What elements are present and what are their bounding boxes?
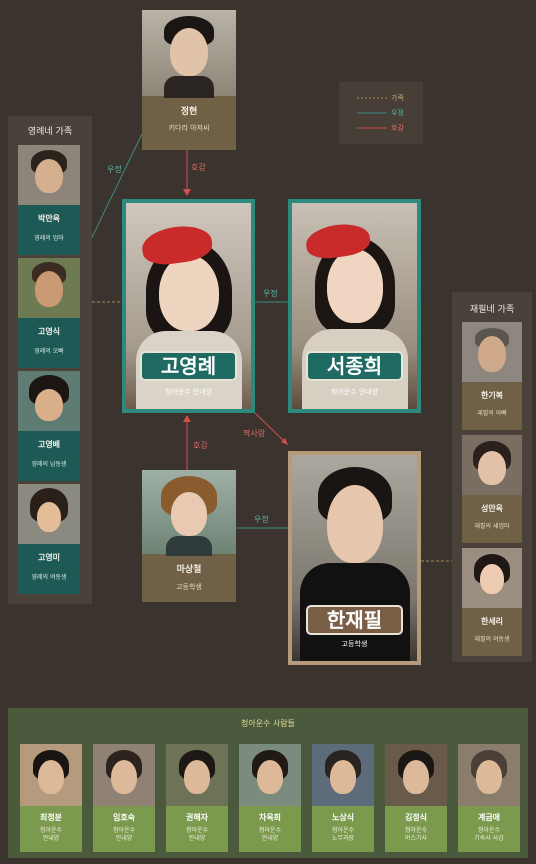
left-family-title: 영례네 가족 xyxy=(27,127,73,137)
cheonga-person-name: 계금애 xyxy=(477,813,501,822)
card-hanseri[interactable]: 한세리 재필의 여동생 xyxy=(462,548,522,656)
line-yr-to-jaepil xyxy=(254,412,286,443)
hanseri-photo xyxy=(462,548,522,608)
goyoungrye-role: 청아운수 안내양 xyxy=(164,388,213,396)
card-masangchul[interactable]: 마상철 고등학생 xyxy=(142,470,236,602)
arrow-jh-to-yr xyxy=(183,189,191,196)
hangibok-role: 재필의 아빠 xyxy=(477,410,507,417)
cheonga-person-photo xyxy=(166,744,228,806)
goyoungbae-photo xyxy=(18,371,80,431)
hanseri-name: 한세리 xyxy=(480,617,504,626)
cheonga-person-photo xyxy=(20,744,82,806)
card-parkmanok[interactable]: 박만옥 영례의 엄마 xyxy=(18,145,80,255)
legend-crush-label: 호감 xyxy=(391,124,404,132)
parkmanok-name: 박만옥 xyxy=(37,214,61,223)
rel-left-to-jh: 우정 xyxy=(107,165,122,174)
seojonghee-name: 서종희 xyxy=(306,351,403,381)
jeonghyun-photo xyxy=(142,10,236,98)
seongmanok-photo xyxy=(462,435,522,495)
goyoungbae-role: 영례의 남동생 xyxy=(31,461,67,468)
goyoungbae-name: 고영배 xyxy=(37,440,61,449)
card-jeonghyun[interactable]: 정현 키다리 아저씨 xyxy=(142,10,236,150)
card-goyoungrye[interactable]: 고영례 청아운수 안내양 xyxy=(122,199,255,413)
jeonghyun-role: 키다리 아저씨 xyxy=(168,124,210,132)
rel-sc-to-jaepil: 우정 xyxy=(254,515,269,524)
cheonga-person-role: 청아운수 노무과장 xyxy=(331,827,355,842)
arrow-yr-to-jaepil xyxy=(281,438,288,445)
goyoungsik-role: 영례의 오빠 xyxy=(34,348,64,355)
card-hangibok[interactable]: 한기복 재필의 아빠 xyxy=(462,322,522,430)
legend-friendship-label: 우정 xyxy=(391,109,404,117)
cheonga-person-photo xyxy=(458,744,520,806)
card-goyoungmi[interactable]: 고영미 영례의 여동생 xyxy=(18,484,80,594)
arrow-sc-to-yr xyxy=(183,415,191,422)
cheonga-person-role: 청아운수 안내양 xyxy=(258,827,282,842)
card-goyoungsik[interactable]: 고영식 영례의 오빠 xyxy=(18,258,80,368)
cheonga-person-photo xyxy=(312,744,374,806)
legend: 가족 우정 호감 xyxy=(339,82,423,144)
goyoungrye-name: 고영례 xyxy=(140,351,237,381)
goyoungmi-photo xyxy=(18,484,80,544)
rel-yr-to-jonghee: 우정 xyxy=(263,289,278,298)
legend-swatches xyxy=(357,97,387,129)
cheonga-person-role: 청아운수 버스기사 xyxy=(404,827,428,842)
cheonga-person-name: 권해자 xyxy=(185,813,209,822)
card-goyoungbae[interactable]: 고영배 영례의 남동생 xyxy=(18,371,80,481)
cheonga-person-role: 청아운수 안내양 xyxy=(39,827,63,842)
goyoungsik-photo xyxy=(18,258,80,318)
card-hanjaepil[interactable]: 한재필 고등학생 xyxy=(288,451,421,665)
cheonga-person-name: 임호숙 xyxy=(112,813,136,822)
right-family-group: 재필네 가족 한기복 재필의 아빠 성만옥 재필의 새엄마 한세리 재필의 여동… xyxy=(452,292,532,662)
cheonga-person-name: 최정분 xyxy=(39,813,63,822)
line-jh-to-left xyxy=(81,133,143,259)
seojonghee-role: 청아운수 안내양 xyxy=(330,388,379,396)
right-family-title: 재필네 가족 xyxy=(469,305,515,315)
jeonghyun-name: 정현 xyxy=(180,107,198,117)
cheonga-person-name: 차옥희 xyxy=(258,813,282,822)
goyoungmi-name: 고영미 xyxy=(37,553,61,562)
cheonga-person-role: 청아운수 기숙사 사감 xyxy=(474,827,504,842)
cheonga-person-photo xyxy=(93,744,155,806)
cheonga-title: 청아운수 사람들 xyxy=(240,719,296,728)
rel-sc-to-yr: 호감 xyxy=(193,441,208,450)
card-seongmanok[interactable]: 성만옥 재필의 새엄마 xyxy=(462,435,522,543)
masangchul-name: 마상철 xyxy=(176,565,202,575)
cheonga-person-name: 노상식 xyxy=(331,813,355,822)
legend-family-label: 가족 xyxy=(391,94,404,102)
rel-jh-to-yr: 호감 xyxy=(191,163,206,172)
seongmanok-role: 재필의 새엄마 xyxy=(474,523,510,530)
goyoungmi-role: 영례의 여동생 xyxy=(31,574,67,581)
hangibok-photo xyxy=(462,322,522,382)
card-seojonghee[interactable]: 서종희 청아운수 안내양 xyxy=(288,199,421,413)
rel-yr-to-jaepil: 짝사랑 xyxy=(243,429,266,438)
seongmanok-name: 성만옥 xyxy=(480,504,504,513)
masangchul-role: 고등학생 xyxy=(176,583,202,591)
cheonga-person-name: 김정식 xyxy=(404,813,428,822)
cheonga-person-photo xyxy=(239,744,301,806)
cheonga-person-photo xyxy=(385,744,447,806)
cheonga-person-role: 청아운수 안내양 xyxy=(112,827,136,842)
left-family-group: 영례네 가족 박만옥 영례의 엄마 고영식 영례의 오빠 고영배 영례의 남동생… xyxy=(8,116,92,604)
hanjaepil-role: 고등학생 xyxy=(341,640,368,648)
masangchul-photo xyxy=(142,470,236,556)
parkmanok-role: 영례의 엄마 xyxy=(34,235,64,242)
hanjaepil-name: 한재필 xyxy=(306,605,403,635)
hanseri-role: 재필의 여동생 xyxy=(474,636,510,643)
cheonga-person-role: 청아운수 안내양 xyxy=(185,827,209,842)
hangibok-name: 한기복 xyxy=(480,391,504,400)
goyoungsik-name: 고영식 xyxy=(37,327,61,336)
parkmanok-photo xyxy=(18,145,80,205)
